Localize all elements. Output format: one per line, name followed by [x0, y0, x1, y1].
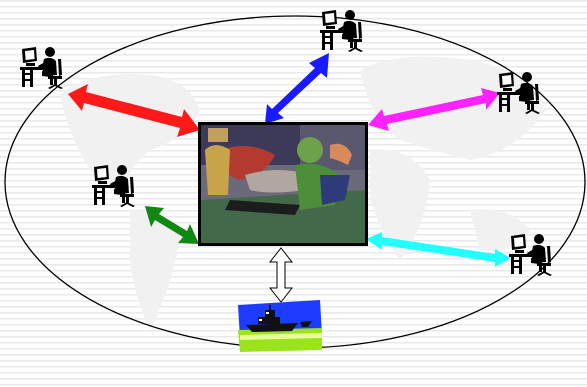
- green-double-arrow: [145, 206, 199, 244]
- magenta-double-arrow: [368, 88, 500, 131]
- central-photo: [198, 122, 368, 246]
- red-double-arrow: [68, 84, 200, 137]
- blue-double-arrow: [265, 53, 329, 124]
- ship-icon: [238, 300, 322, 352]
- cyan-double-arrow: [366, 232, 511, 267]
- white-double-arrow: [268, 247, 294, 303]
